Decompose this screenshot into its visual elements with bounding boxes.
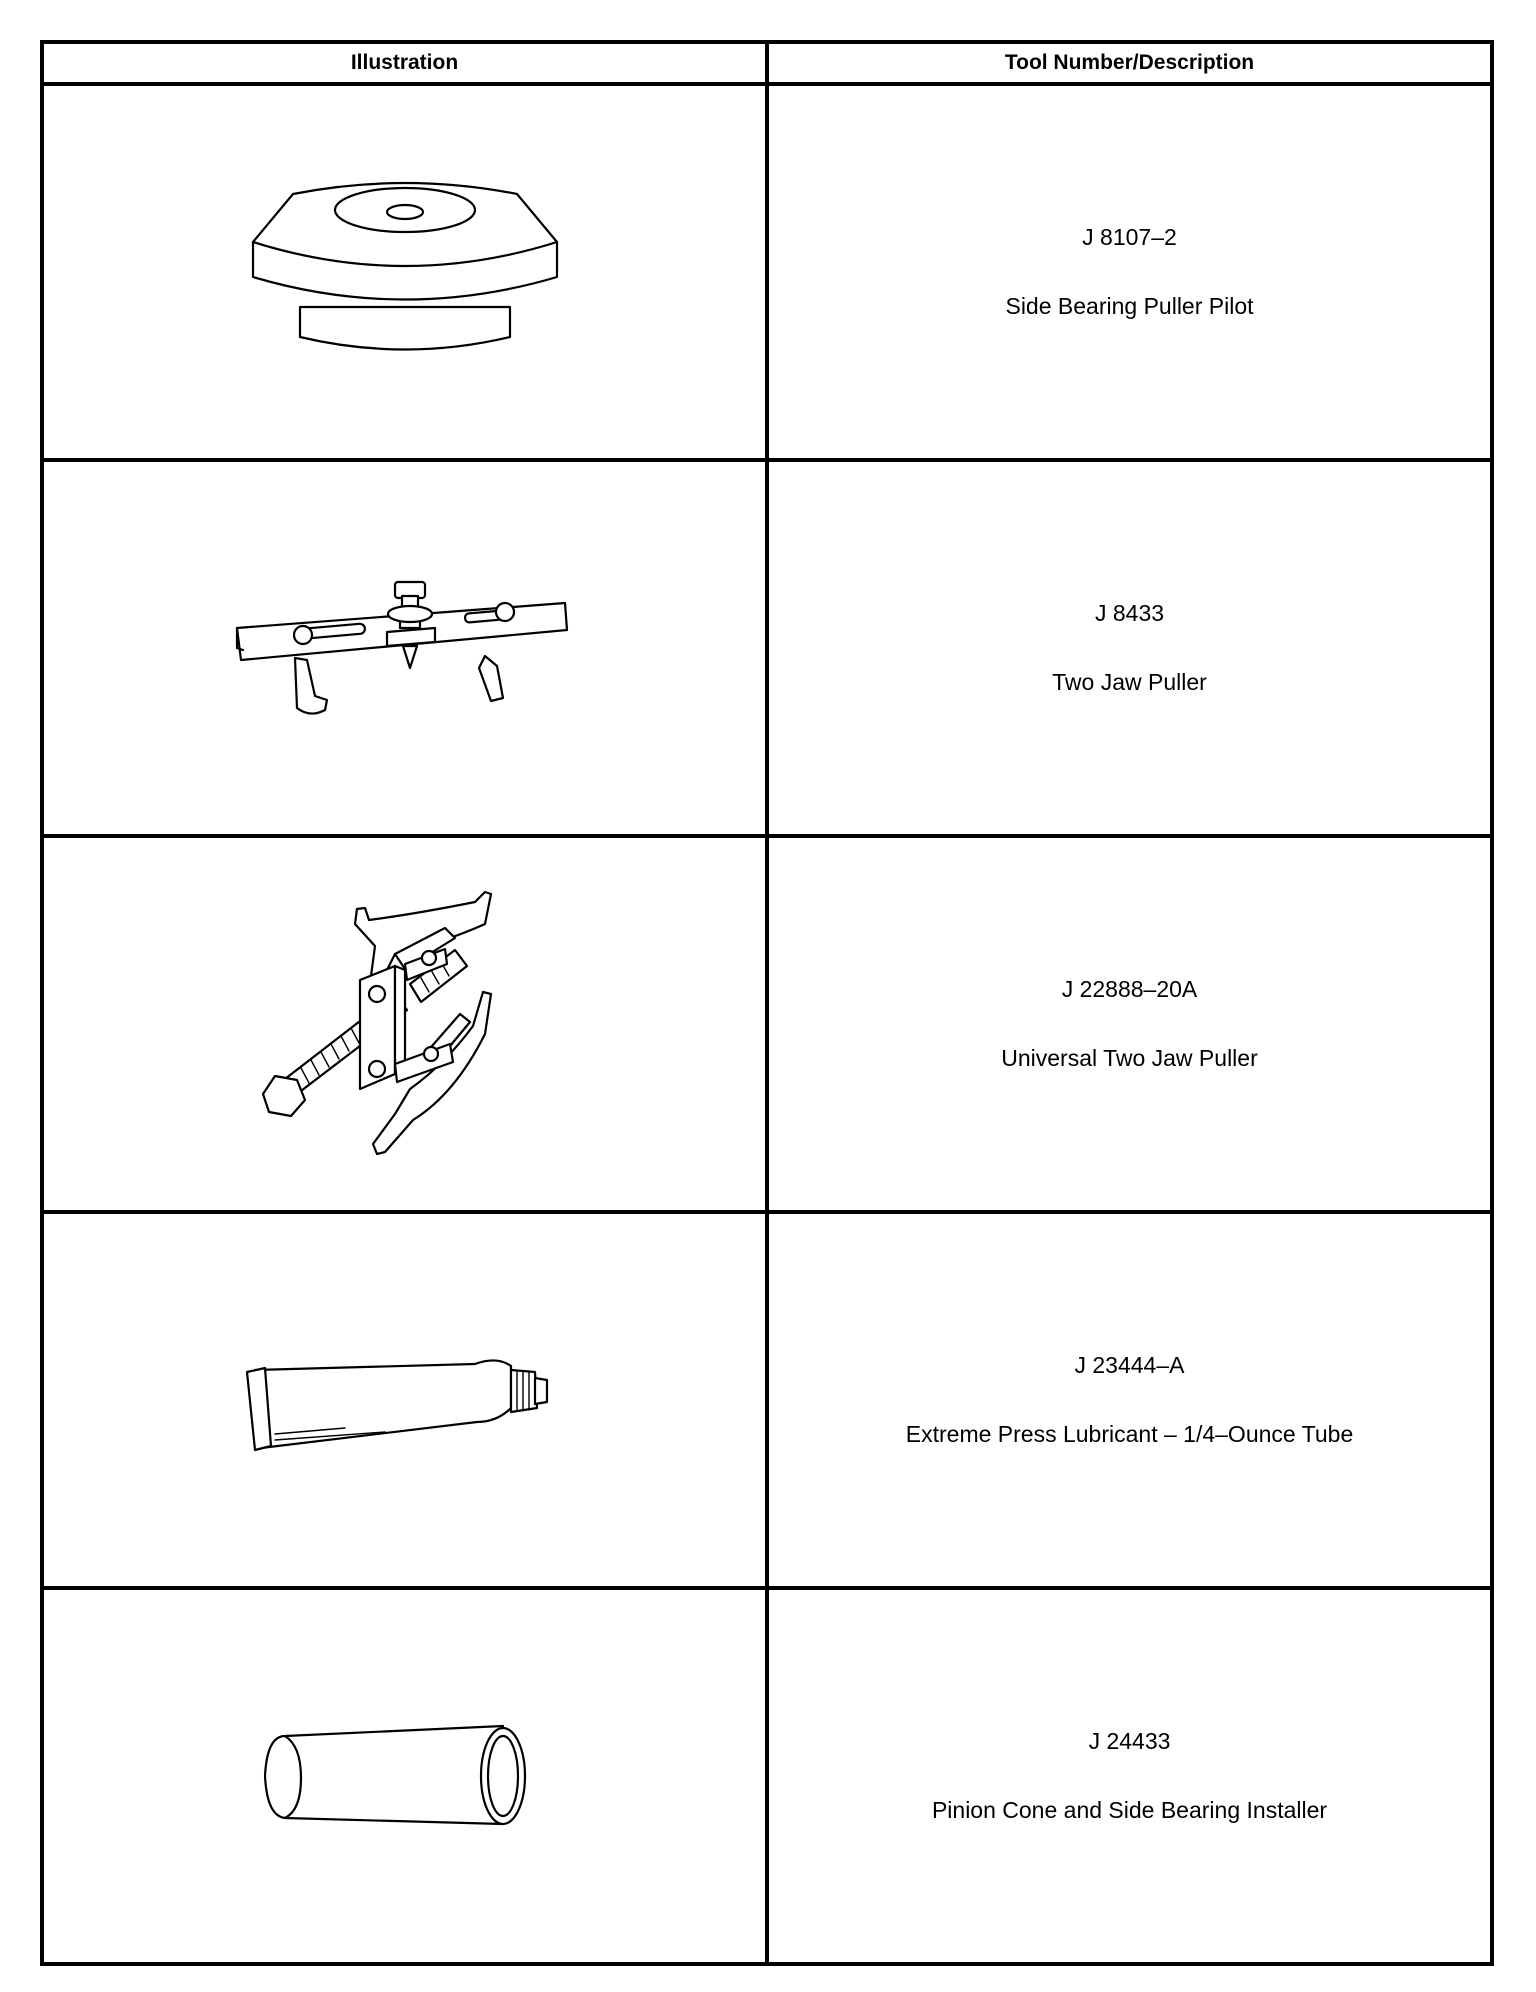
header-tool-number-description: Tool Number/Description: [765, 40, 1494, 86]
tool-number: J 22888–20A: [1061, 976, 1198, 1002]
table-row: J 24433 Pinion Cone and Side Bearing Ins…: [40, 1586, 1494, 1966]
tool-number: J 23444–A: [1074, 1352, 1185, 1378]
tool-number: J 8107–2: [1082, 224, 1177, 250]
table-row: J 23444–A Extreme Press Lubricant – 1/4–…: [40, 1210, 1494, 1590]
header-illustration: Illustration: [40, 40, 769, 86]
tool-description: Pinion Cone and Side Bearing Installer: [931, 1797, 1328, 1823]
tool-description: Extreme Press Lubricant – 1/4–Ounce Tube: [905, 1421, 1354, 1447]
lubricant-tube-icon: [245, 1359, 548, 1452]
illustration-cell: [40, 1586, 769, 1966]
tool-number: J 8433: [1094, 600, 1165, 626]
bearing-installer-icon: [263, 1724, 526, 1826]
tool-description-cell: J 23444–A Extreme Press Lubricant – 1/4–…: [765, 1210, 1494, 1590]
side-bearing-puller-pilot-icon: [251, 181, 558, 351]
illustration-cell: [40, 1210, 769, 1590]
special-tools-table: Illustration Tool Number/Description J 8…: [40, 40, 1494, 1966]
table-row: J 22888–20A Universal Two Jaw Puller: [40, 834, 1494, 1214]
tool-description-cell: J 8107–2 Side Bearing Puller Pilot: [765, 82, 1494, 462]
table-header-row: Illustration Tool Number/Description: [40, 40, 1494, 86]
tool-number: J 24433: [1088, 1728, 1171, 1754]
two-jaw-puller-icon: [235, 580, 568, 715]
tool-description-cell: J 22888–20A Universal Two Jaw Puller: [765, 834, 1494, 1214]
illustration-cell: [40, 834, 769, 1214]
illustration-cell: [40, 458, 769, 838]
table-row: J 8433 Two Jaw Puller: [40, 458, 1494, 838]
universal-two-jaw-puller-icon: [261, 890, 492, 1156]
tool-description: Two Jaw Puller: [1052, 669, 1207, 695]
illustration-cell: [40, 82, 769, 462]
tool-description: Side Bearing Puller Pilot: [1005, 293, 1254, 319]
tool-description-cell: J 24433 Pinion Cone and Side Bearing Ins…: [765, 1586, 1494, 1966]
tool-description-cell: J 8433 Two Jaw Puller: [765, 458, 1494, 838]
table-row: J 8107–2 Side Bearing Puller Pilot: [40, 82, 1494, 462]
tool-description: Universal Two Jaw Puller: [1001, 1045, 1258, 1071]
